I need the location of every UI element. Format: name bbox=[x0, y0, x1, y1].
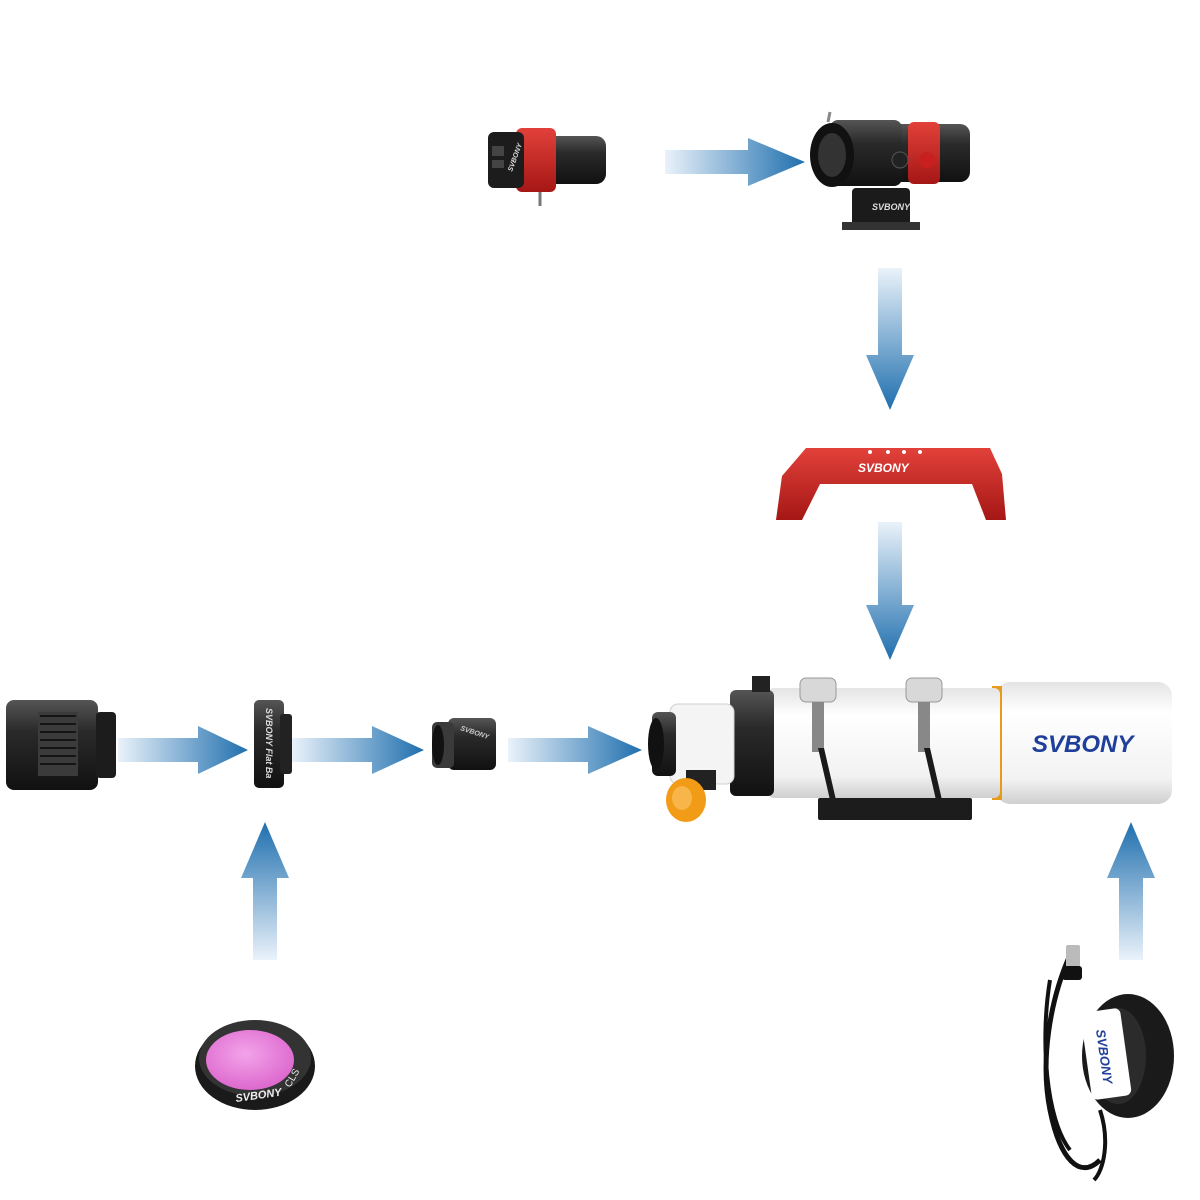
dew-heater-icon: SVBONY bbox=[1043, 945, 1174, 1182]
filter-icon: SVBONY CLS bbox=[195, 1020, 315, 1110]
handle-icon: SVBONY bbox=[776, 448, 1006, 520]
arrow-guide-camera-to-guide-scope bbox=[665, 138, 805, 186]
flattener-icon: SVBONY Flat Ba bbox=[254, 700, 292, 788]
arrow-guide-scope-to-handle bbox=[866, 268, 914, 410]
telescope-icon: SVBONY bbox=[648, 676, 1172, 822]
camera-icon bbox=[6, 700, 116, 790]
flattener-brand: SVBONY Flat Ba bbox=[264, 708, 274, 778]
guide-camera-icon: SVBONY bbox=[488, 128, 606, 206]
arrow-flattener-to-adapter bbox=[292, 726, 424, 774]
arrow-handle-to-telescope bbox=[866, 522, 914, 660]
handle-brand: SVBONY bbox=[858, 461, 910, 475]
guide-scope-brand: SVBONY bbox=[872, 202, 911, 212]
arrow-dew-heater-to-telescope bbox=[1107, 822, 1155, 960]
arrow-adapter-to-telescope bbox=[508, 726, 642, 774]
arrow-camera-to-flattener bbox=[118, 726, 248, 774]
arrow-filter-to-flattener bbox=[241, 822, 289, 960]
telescope-brand: SVBONY bbox=[1032, 731, 1135, 758]
guide-scope-icon: SVBONY bbox=[810, 111, 970, 230]
adapter-icon: SVBONY bbox=[432, 718, 496, 770]
